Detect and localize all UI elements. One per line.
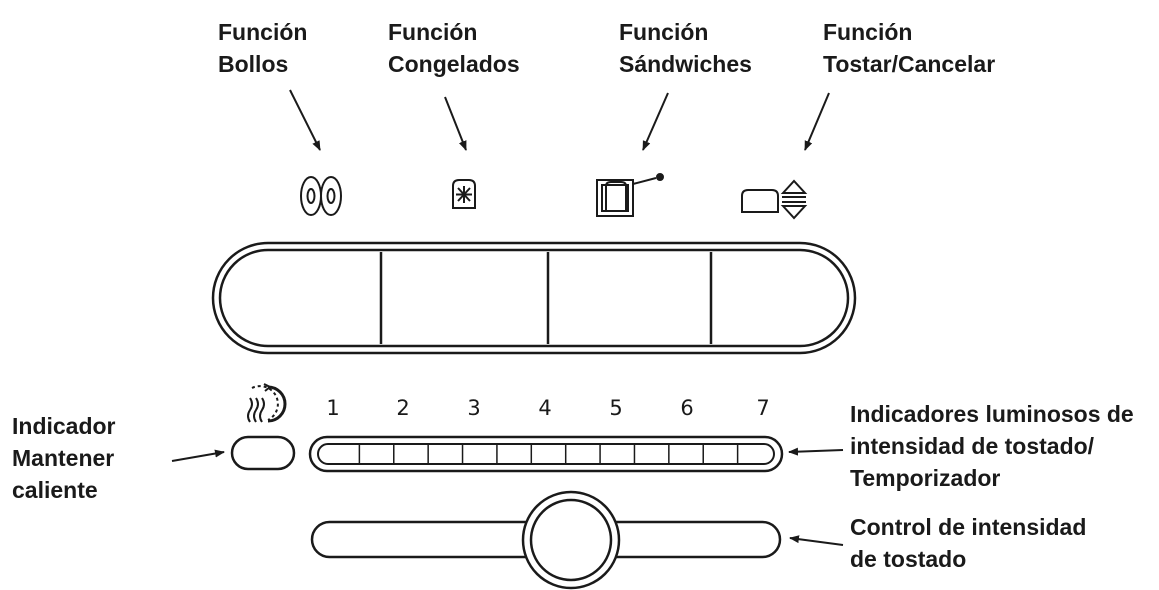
label-shade-control: Control de intensidad de tostado <box>850 511 1086 575</box>
keep-warm-button[interactable] <box>230 435 296 471</box>
function-button-bar <box>211 241 857 355</box>
frozen-button[interactable] <box>381 252 548 344</box>
bagel-icon <box>300 176 342 216</box>
shade-light-bar <box>308 435 784 473</box>
label-line: Indicador <box>12 413 116 439</box>
label-bagel-function: Función Bollos <box>218 16 307 80</box>
label-frozen-function: Función Congelados <box>388 16 520 80</box>
arrow-shade-control <box>789 535 844 546</box>
label-line: Bollos <box>218 51 289 77</box>
label-line: caliente <box>12 477 98 503</box>
shade-number: 3 <box>467 396 480 420</box>
shade-control-knob[interactable] <box>521 490 621 590</box>
label-line: Tostar/Cancelar <box>823 51 996 77</box>
arrow-keep-warm <box>171 449 225 462</box>
shade-number: 5 <box>609 396 622 420</box>
label-line: Función <box>218 19 308 45</box>
shade-number: 1 <box>326 396 339 420</box>
toast-cancel-button[interactable] <box>711 252 846 344</box>
label-line: Congelados <box>388 51 520 77</box>
label-line: Sándwiches <box>619 51 752 77</box>
arrow-sandwich <box>642 92 669 151</box>
label-keep-warm-indicator: Indicador Mantener caliente <box>12 410 116 506</box>
label-toast-cancel-function: Función Tostar/Cancelar <box>823 16 995 80</box>
label-shade-lights: Indicadores luminosos de intensidad de t… <box>850 398 1134 494</box>
shade-number: 6 <box>680 396 693 420</box>
arrow-frozen <box>444 96 467 151</box>
bagel-button[interactable] <box>222 252 381 344</box>
shade-number: 4 <box>538 396 551 420</box>
led-segments <box>358 445 739 463</box>
shade-number: 2 <box>396 396 409 420</box>
arrow-shade-lights <box>788 447 844 456</box>
label-line: Mantener <box>12 445 115 471</box>
label-line: Función <box>823 19 913 45</box>
frozen-snowflake-icon <box>452 179 476 209</box>
sandwich-icon <box>596 173 664 217</box>
sandwich-button[interactable] <box>548 252 711 344</box>
shade-numbers: 1 2 3 4 5 6 7 <box>326 396 769 420</box>
toast-up-down-icon <box>741 179 808 220</box>
steam-heat-icon <box>247 383 287 423</box>
arrow-bagel <box>289 89 321 151</box>
label-line: Función <box>388 19 478 45</box>
label-line: intensidad de tostado/ <box>850 433 1095 459</box>
shade-number: 7 <box>756 396 769 420</box>
label-line: de tostado <box>850 546 967 572</box>
label-line: Indicadores luminosos de <box>850 401 1134 427</box>
label-line: Control de intensidad <box>850 514 1087 540</box>
label-line: Temporizador <box>850 465 1001 491</box>
arrow-toast-cancel <box>804 92 830 151</box>
label-sandwich-function: Función Sándwiches <box>619 16 752 80</box>
label-line: Función <box>619 19 709 45</box>
